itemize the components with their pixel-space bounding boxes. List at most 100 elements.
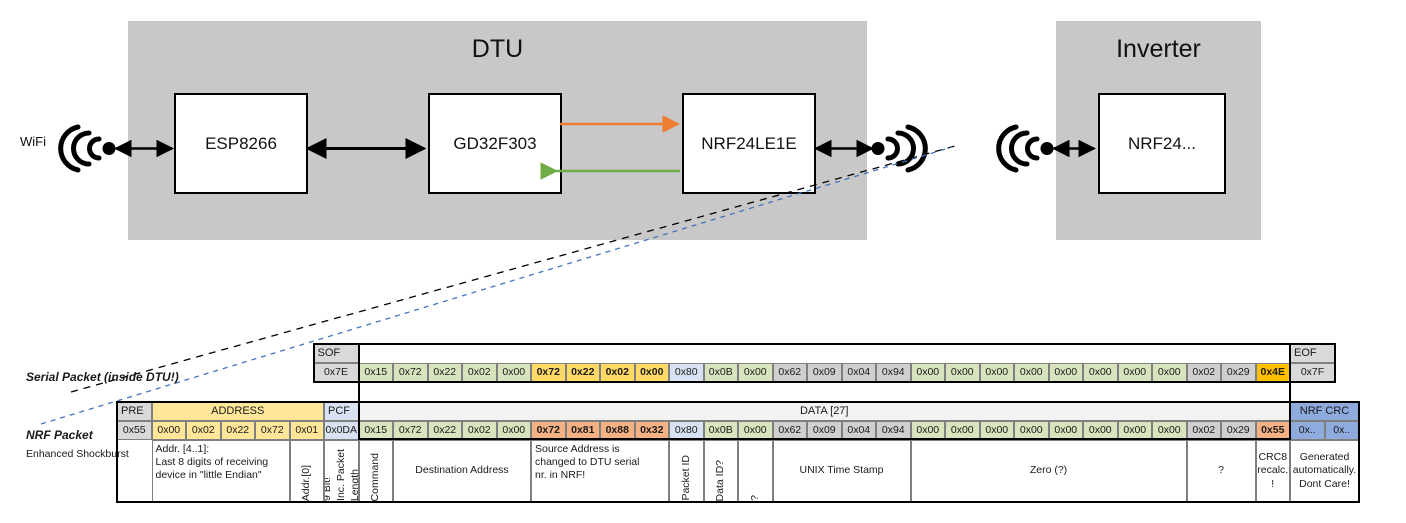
serial-byte-0: 0x15 (358, 363, 393, 382)
block-diagram: DTU ESP8266 GD32F303 NRF24LE1E Inverter … (20, 21, 1261, 240)
serial-byte-23: 0x00 (1152, 363, 1187, 382)
nrf-desc-line: recalc. (1257, 464, 1289, 477)
serial-packet-label: Serial Packet (inside DTU!) (26, 370, 179, 384)
nrf-desc-vertical-line: Length (348, 468, 359, 501)
dtu-title: DTU (471, 35, 524, 63)
nrf-byte-3: 0x22 (220, 421, 255, 440)
nrf-byte-20: 0x09 (807, 421, 842, 440)
serial-byte-10: 0x0B (703, 363, 738, 382)
nrf-desc-vertical-label: Addr.[0] (300, 464, 313, 501)
nrf-byte-34: 0x.. (1290, 421, 1325, 440)
nrf-desc-line: Addr. [4..1]: (155, 443, 210, 455)
serial-byte-9: 0x80 (669, 363, 704, 382)
serial-byte-19: 0x00 (1014, 363, 1049, 382)
nrf-desc-line: Dont Care! (1299, 477, 1350, 490)
nrf-desc-vertical-line: 9 Bit! (324, 477, 333, 501)
nrf-desc-4: Destination Address (393, 440, 531, 502)
nrf-desc-line: Zero (?) (1029, 464, 1068, 477)
nrf-desc-vertical-label: Data ID? (714, 459, 727, 501)
chip-esp8266: ESP8266 (174, 93, 308, 194)
nrf-byte-10: 0x02 (462, 421, 497, 440)
chip-nrf24le1e-label: NRF24LE1E (701, 133, 797, 153)
chip-nrf24: NRF24... (1098, 93, 1226, 194)
nrf-byte-31: 0x02 (1186, 421, 1221, 440)
nrf-byte-23: 0x00 (910, 421, 945, 440)
serial-byte-16: 0x00 (910, 363, 945, 382)
nrf-byte-27: 0x00 (1048, 421, 1083, 440)
wifi-label: WiFi (20, 134, 46, 149)
chip-nrf24le1e: NRF24LE1E (682, 93, 816, 194)
nrf-desc-vertical-label: ? (748, 495, 761, 501)
serial-byte-11: 0x00 (738, 363, 773, 382)
serial-sof-header: SOF (313, 344, 359, 363)
serial-byte-12: 0x62 (772, 363, 807, 382)
nrf-byte-4: 0x72 (255, 421, 290, 440)
nrf-desc-8: ? (738, 440, 773, 502)
chip-gd32f303-label: GD32F303 (453, 133, 537, 153)
nrf-header-data-27: DATA [27] (358, 402, 1290, 421)
nrf-byte-32: 0x29 (1221, 421, 1256, 440)
nrf-header-pcf: PCF (324, 402, 359, 421)
nrf-desc-line: Generated (1299, 451, 1350, 464)
nrf-desc-line: ! (1271, 477, 1275, 490)
serial-byte-13: 0x09 (807, 363, 842, 382)
serial-byte-25: 0x29 (1221, 363, 1256, 382)
nrf-desc-vertical-label: Command (369, 452, 382, 501)
nrf-header-address: ADDRESS (151, 402, 324, 421)
nrf-byte-33: 0x55 (1255, 421, 1290, 440)
nrf-desc-line: Last 8 digits of receiving (155, 456, 269, 469)
serial-byte-7: 0x02 (600, 363, 635, 382)
nrf-desc-line: ? (1218, 464, 1224, 477)
nrf-desc-1: Addr.[0] (289, 440, 324, 502)
chip-esp8266-label: ESP8266 (205, 133, 277, 153)
nrf-desc-3: Command (358, 440, 393, 502)
chip-nrf24-label: NRF24... (1127, 133, 1197, 153)
nrf-desc-line: Source Address is (535, 443, 620, 455)
nrf-desc-line: CRC8 (1258, 451, 1288, 464)
nrf-desc-11: ? (1186, 440, 1256, 502)
nrf-byte-17: 0x0B (703, 421, 738, 440)
nrf-byte-15: 0x32 (634, 421, 669, 440)
nrf-byte-26: 0x00 (1014, 421, 1049, 440)
serial-eof-header: EOF (1290, 344, 1335, 363)
serial-byte-15: 0x94 (876, 363, 911, 382)
serial-byte-14: 0x04 (841, 363, 876, 382)
nrf-desc-line: nr. in NRF! (535, 469, 586, 482)
serial-byte-6: 0x22 (565, 363, 600, 382)
serial-byte-20: 0x00 (1048, 363, 1083, 382)
chip-gd32f303: GD32F303 (428, 93, 562, 194)
nrf-desc-7: Data ID? (703, 440, 738, 502)
packet-tables: Serial Packet (inside DTU!) NRF Packet E… (0, 336, 1406, 523)
nrf-byte-18: 0x00 (738, 421, 773, 440)
serial-byte-3: 0x02 (462, 363, 497, 382)
nrf-byte-6: 0x0DA (324, 421, 359, 440)
nrf-desc-vertical-line: Inc. Packet (334, 449, 347, 501)
nrf-byte-8: 0x72 (393, 421, 428, 440)
nrf-byte-12: 0x72 (531, 421, 566, 440)
serial-byte-8: 0x00 (634, 363, 669, 382)
serial-byte-17: 0x00 (945, 363, 980, 382)
serial-byte-18: 0x00 (979, 363, 1014, 382)
nrf-byte-16: 0x80 (669, 421, 704, 440)
nrf-byte-0: 0x55 (117, 421, 152, 440)
nrf-byte-7: 0x15 (358, 421, 393, 440)
inverter-title: Inverter (1116, 35, 1201, 63)
serial-byte-21: 0x00 (1083, 363, 1118, 382)
nrf-desc-line: Destination Address (415, 464, 509, 477)
serial-byte-4: 0x00 (496, 363, 531, 382)
nrf-byte-35: 0x.. (1324, 421, 1359, 440)
serial-byte-5: 0x72 (531, 363, 566, 382)
nrf-desc-line: automatically. (1292, 464, 1357, 477)
nrf-byte-24: 0x00 (945, 421, 980, 440)
inverter-enclosure: Inverter (1056, 21, 1261, 240)
nrf-packet-sublabel: Enhanced Shockburst (26, 448, 129, 460)
nrf-byte-14: 0x88 (600, 421, 635, 440)
serial-byte-22: 0x00 (1117, 363, 1152, 382)
serial-byte-24: 0x02 (1186, 363, 1221, 382)
